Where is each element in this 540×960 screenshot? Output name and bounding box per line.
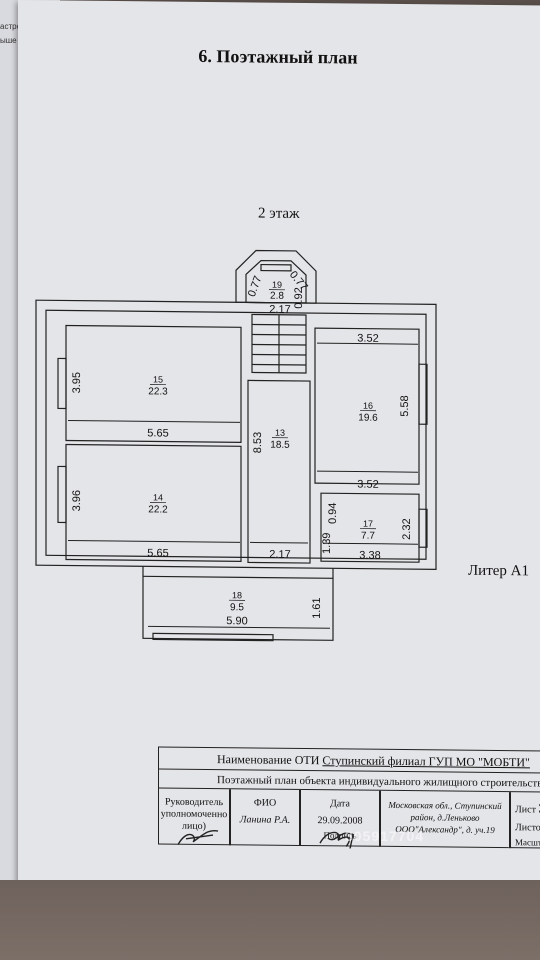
dim-r18-height: 1.61 (311, 597, 323, 619)
room-19-area: 2.8 (270, 291, 284, 302)
room-15-number: 15 (153, 374, 163, 384)
dim-r15-width: 5.65 (147, 427, 168, 439)
dim-r17-left: 1.39 (321, 532, 333, 554)
background-page-text-2: ыше (0, 36, 17, 45)
plan-labels: 15 22.3 14 22.2 13 18.5 16 19.6 17 7.7 1… (71, 269, 413, 627)
title-block: Наименование ОТИ Ступинский филиал ГУП М… (158, 746, 540, 851)
dim-r19-side: 0.92 (293, 287, 305, 309)
window-balcony (152, 632, 274, 642)
dim-r17-height: 2.32 (401, 518, 413, 540)
dim-r14-height: 3.96 (71, 490, 83, 512)
room-14-area: 22.2 (148, 504, 168, 515)
watermark: 305917704 (345, 828, 425, 844)
room-13-area: 18.5 (270, 440, 290, 451)
floor-plan (35, 249, 437, 642)
signature-date (319, 831, 354, 851)
liter-label: Литер А1 (468, 562, 529, 580)
room-13-number: 13 (275, 428, 285, 438)
dim-r16-top: 3.52 (357, 333, 378, 345)
room-16-area: 19.6 (358, 413, 378, 424)
signature-marks (177, 829, 354, 851)
signature-head (177, 829, 219, 846)
dim-r17-width: 3.38 (359, 550, 380, 562)
dim-r16-bottom: 3.52 (357, 479, 378, 491)
window-bay (260, 263, 292, 272)
window-right-top (418, 363, 428, 425)
dim-r18-width: 5.90 (226, 615, 247, 627)
dim-r13-height: 8.53 (252, 432, 264, 454)
document-page: 6. Поэтажный план 2 этаж (18, 0, 540, 911)
inner-wall (45, 309, 427, 560)
dim-r19-left: 0.77 (246, 274, 265, 298)
room-18-area: 9.5 (230, 602, 244, 613)
room-14-number: 14 (153, 492, 163, 502)
room-17-number: 17 (363, 519, 373, 529)
table-surface (0, 880, 540, 960)
window-left-top (57, 357, 67, 410)
bay-outer (235, 249, 317, 304)
dim-r13-width: 2.17 (269, 549, 290, 561)
dim-r16-height: 5.58 (399, 395, 411, 417)
dim-r19-width: 2.17 (269, 304, 290, 316)
room-16-number: 16 (363, 401, 373, 411)
room-13-outline (247, 379, 311, 564)
background-page-text-1: астроны (0, 22, 32, 31)
dim-r15-height: 3.95 (71, 372, 83, 394)
room-18-outline (142, 575, 334, 641)
dim-r17-inner: 0.94 (327, 503, 339, 525)
window-right-bottom (418, 508, 428, 548)
room-19-number: 19 (272, 280, 282, 290)
dim-r14-width: 5.65 (147, 547, 168, 559)
room-17-area: 7.7 (361, 531, 375, 542)
room-18-number: 18 (232, 590, 242, 600)
room-15-area: 22.3 (148, 386, 168, 397)
window-left-bottom (57, 465, 67, 524)
